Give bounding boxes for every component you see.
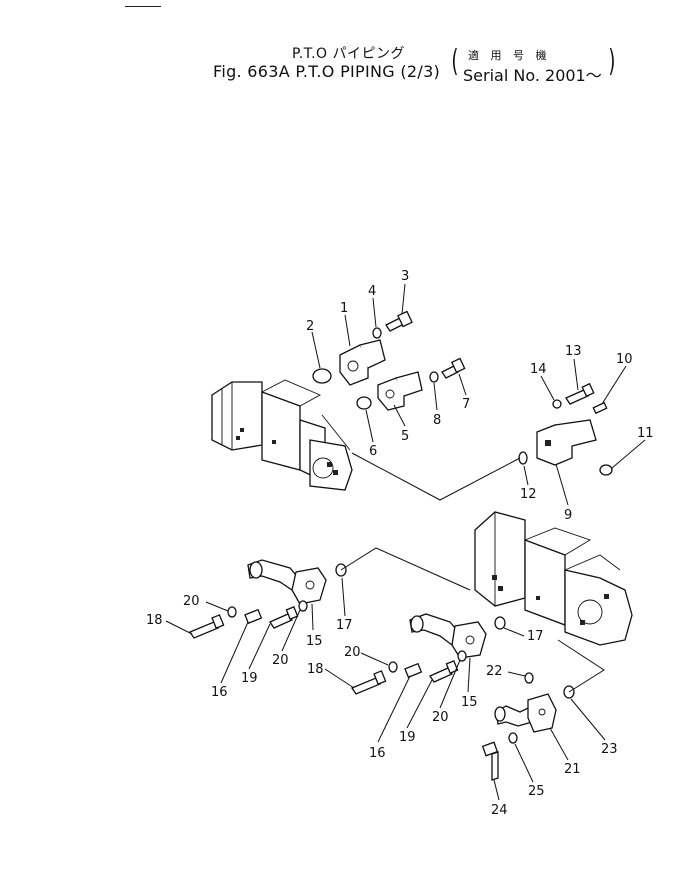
flange-elbow-5 (377, 371, 423, 411)
callout-23: 23 (601, 742, 618, 757)
washer-4 (372, 327, 382, 339)
elbow-15-right (409, 613, 487, 659)
routing-line-upper (351, 452, 521, 501)
callout-20-a: 20 (183, 594, 200, 609)
washer-20-right (388, 661, 398, 673)
callout-17-left: 17 (336, 618, 353, 633)
callout-1: 1 (340, 301, 348, 316)
callout-labels: 1 2 3 4 5 6 7 8 9 10 11 12 13 14 15 15 1… (146, 269, 654, 818)
applicability-japanese: 適 用 号 機 (468, 49, 551, 62)
callout-17-right: 17 (527, 629, 544, 644)
bolt-13 (565, 382, 595, 405)
flange-block-9 (536, 419, 597, 466)
o-ring-6 (356, 396, 372, 410)
spacer-16-right (404, 662, 423, 679)
callout-20-b: 20 (272, 653, 289, 668)
callout-14: 14 (530, 362, 547, 377)
figure-title: Fig. 663A P.T.O PIPING (2/3) (213, 62, 440, 81)
o-ring-2 (312, 368, 332, 384)
bolt-24 (481, 741, 499, 781)
o-ring-17-right (494, 616, 506, 630)
routing-line-lower (557, 639, 605, 693)
callout-21: 21 (564, 762, 581, 777)
callout-24: 24 (491, 803, 508, 818)
callout-12: 12 (520, 487, 537, 502)
o-ring-12 (518, 451, 528, 465)
callout-15-right: 15 (461, 695, 478, 710)
callout-2: 2 (306, 319, 314, 334)
callout-10: 10 (616, 352, 633, 367)
top-rule (125, 6, 161, 7)
o-ring-11 (599, 464, 613, 476)
callout-25: 25 (528, 784, 545, 799)
figure-title-english: P.T.O PIPING (2/3) (295, 62, 441, 81)
callout-3: 3 (401, 269, 409, 284)
figure-number: Fig. 663A (213, 62, 290, 81)
lower-pump-assembly (474, 511, 633, 646)
routing-line-middle (340, 547, 471, 591)
washer-25 (508, 732, 518, 744)
upper-pump-assembly (211, 379, 353, 491)
bracket-left: ( (451, 44, 459, 79)
callout-5: 5 (401, 429, 409, 444)
washer-20-right-2 (457, 650, 467, 662)
flange-elbow-1 (339, 339, 386, 386)
elbow-15-left (247, 559, 327, 605)
washer-20-left (227, 606, 237, 618)
bolt-19-right (429, 660, 459, 683)
callout-6: 6 (369, 444, 377, 459)
callout-7: 7 (462, 397, 470, 412)
callout-11: 11 (637, 426, 654, 441)
callout-16-right: 16 (369, 746, 386, 761)
callout-8: 8 (433, 413, 441, 428)
bolt-19-left (269, 606, 299, 629)
callout-18-right: 18 (307, 662, 324, 677)
washer-22 (524, 672, 534, 684)
title-japanese: P.T.O パイピング (292, 46, 406, 62)
callout-20-d: 20 (432, 710, 449, 725)
bolt-18-right (351, 670, 387, 695)
washer-8 (429, 371, 439, 383)
plug-10 (592, 401, 608, 415)
washer-20-left-2 (298, 600, 308, 612)
callout-9: 9 (564, 508, 572, 523)
bracket-right: ) (608, 44, 616, 79)
callout-4: 4 (368, 284, 376, 299)
callout-16-left: 16 (211, 685, 228, 700)
callout-18-left: 18 (146, 613, 163, 628)
leader-lines (165, 283, 646, 801)
callout-20-c: 20 (344, 645, 361, 660)
bolt-18-left (189, 614, 225, 639)
bolt-3 (385, 310, 413, 332)
callout-15-left: 15 (306, 634, 323, 649)
spacer-16-left (244, 608, 263, 625)
serial-range: Serial No. 2001～ (463, 66, 602, 85)
callout-13: 13 (565, 344, 582, 359)
callout-19-right: 19 (399, 730, 416, 745)
callout-22: 22 (486, 664, 503, 679)
callout-19-left: 19 (241, 671, 258, 686)
bolt-7 (441, 357, 466, 379)
elbow-21 (494, 693, 557, 733)
washer-14 (552, 399, 562, 409)
